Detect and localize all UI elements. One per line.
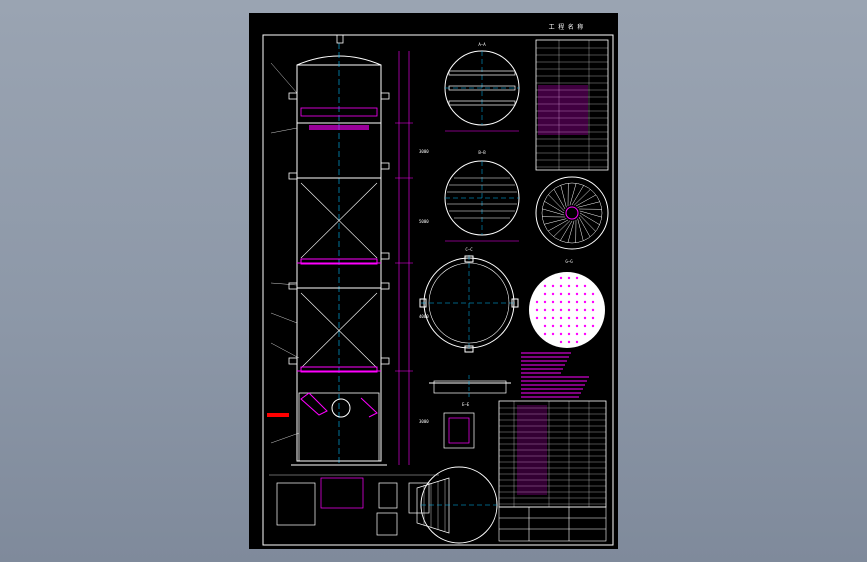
section-label-g: G—G (565, 259, 573, 264)
dim-label-4: 3000 (419, 419, 429, 424)
dim-label-1: 3000 (419, 149, 429, 154)
tech-spec-table (535, 39, 609, 171)
section-label-e: E—E (462, 402, 470, 407)
red-callout-marker (267, 413, 289, 417)
section-f (416, 466, 498, 544)
distributor-view (535, 176, 609, 250)
detail-views (269, 474, 439, 536)
section-a: A—A (444, 42, 520, 132)
cad-drawing: 工 程 名 称 (262, 23, 614, 546)
section-d (429, 375, 511, 399)
nozzles (288, 34, 390, 365)
leader-lines (270, 62, 300, 444)
section-label-a: A—A (478, 42, 486, 47)
section-c: C—C (419, 247, 519, 353)
section-e-detail: E—E (443, 402, 475, 449)
column-internals (267, 107, 378, 418)
perforated-plate-view: G—G (529, 259, 605, 348)
column-vessel (291, 43, 387, 466)
dim-label-2: 5000 (419, 219, 429, 224)
dimension-chain (395, 51, 413, 465)
drawing-frame (262, 34, 614, 546)
drawing-sheet[interactable]: 工 程 名 称 (249, 13, 618, 549)
technical-notes (521, 352, 589, 398)
parts-list-table (498, 400, 607, 508)
title-block (498, 506, 607, 542)
section-b: B—B (444, 150, 520, 242)
section-label-c: C—C (465, 247, 473, 252)
title-block-heading: 工 程 名 称 (549, 23, 584, 31)
section-label-b: B—B (478, 150, 486, 155)
dim-label-3: 4000 (419, 314, 429, 319)
